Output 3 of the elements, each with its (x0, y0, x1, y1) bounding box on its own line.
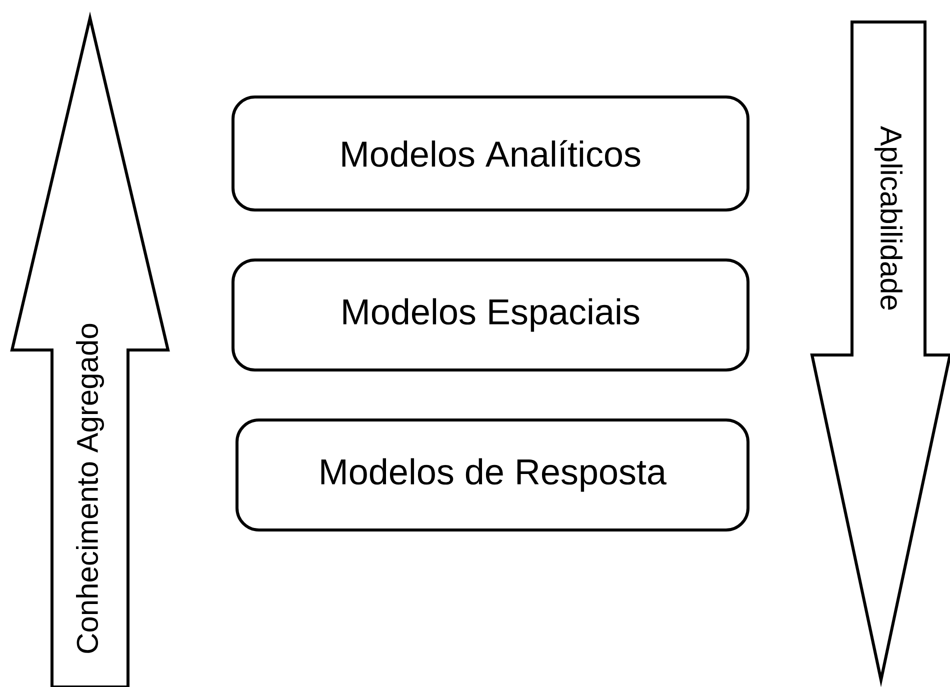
rounded-box: Modelos Espaciais (232, 258, 750, 372)
rounded-box: Modelos de Resposta (236, 418, 750, 532)
rounded-box: Modelos Analíticos (232, 96, 750, 212)
